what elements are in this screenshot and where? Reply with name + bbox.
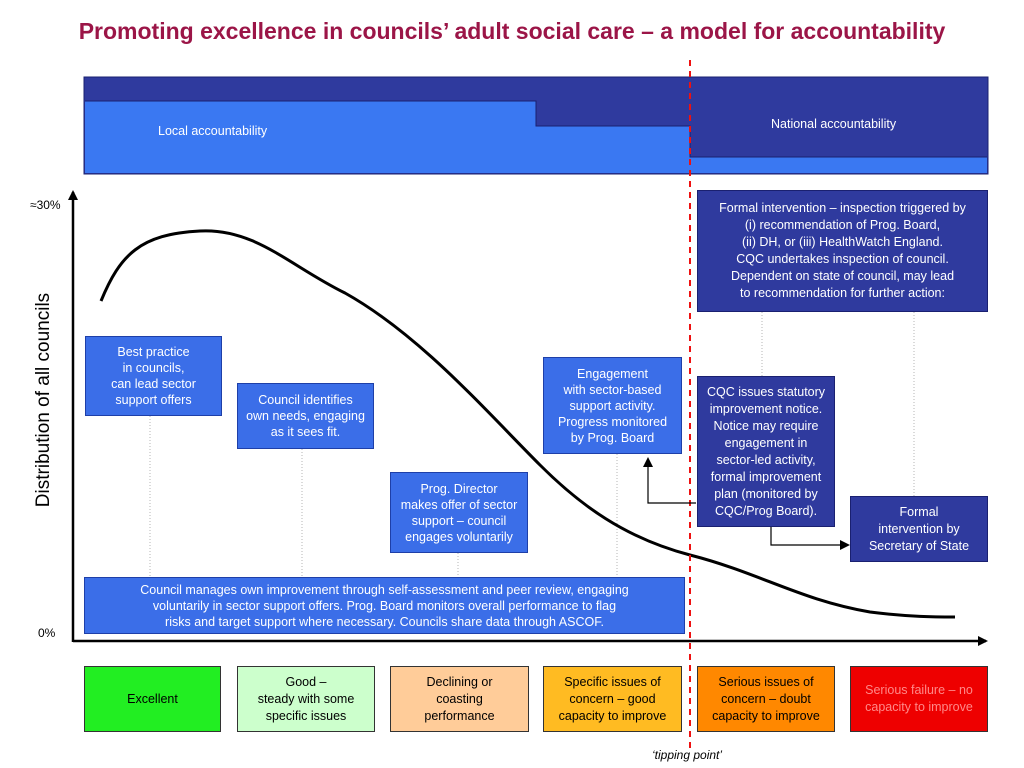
y-tick-bottom: 0%	[38, 626, 56, 640]
engagement-box: Engagement with sector-based support act…	[543, 357, 682, 454]
local-accountability-band	[85, 101, 987, 173]
category-good: Good – steady with some specific issues	[237, 666, 375, 732]
best-practice-box: Best practice in councils, can lead sect…	[85, 336, 222, 416]
local-band-outline	[85, 100, 987, 158]
self-assessment-box: Council manages own improvement through …	[84, 577, 685, 634]
category-excellent: Excellent	[84, 666, 221, 732]
local-accountability-label: Local accountability	[158, 124, 268, 138]
category-serious-issues: Serious issues of concern – doubt capaci…	[697, 666, 835, 732]
arrow-to-secretary-state	[770, 527, 850, 550]
cqc-notice-box: CQC issues statutory improvement notice.…	[697, 376, 835, 527]
y-tick-top: ≈30%	[30, 198, 61, 212]
formal-inspection-box: Formal intervention – inspection trigger…	[697, 190, 988, 312]
y-axis-label: Distribution of all councils	[33, 292, 54, 508]
tipping-point-label: ‘tipping point’	[652, 748, 723, 762]
national-accountability-label: National accountability	[771, 117, 897, 131]
category-specific-issues: Specific issues of concern – good capaci…	[543, 666, 682, 732]
arrow-to-engagement	[643, 457, 696, 504]
own-needs-box: Council identifies own needs, engaging a…	[237, 383, 374, 449]
category-serious-failure: Serious failure – no capacity to improve	[850, 666, 988, 732]
prog-director-box: Prog. Director makes offer of sector sup…	[390, 472, 528, 553]
distribution-curve	[99, 229, 956, 619]
page-title: Promoting excellence in councils’ adult …	[78, 18, 946, 44]
secretary-state-box: Formal intervention by Secretary of Stat…	[850, 496, 988, 562]
category-declining: Declining or coasting performance	[390, 666, 529, 732]
